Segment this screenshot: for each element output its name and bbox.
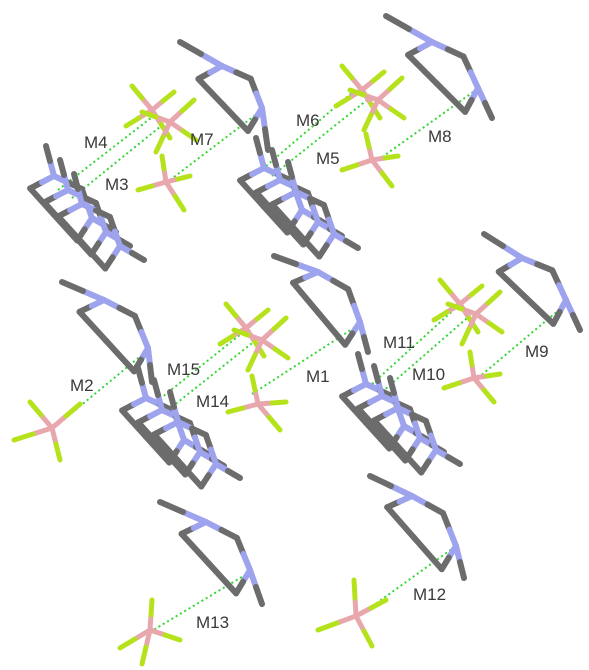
label-m5: M5 [316,149,340,168]
label-m10: M10 [412,365,446,384]
anion-top-right-2 [347,75,407,133]
cation-mid-right [481,231,583,333]
anion-bottom-right [315,577,389,649]
contact-m10 [381,311,475,393]
contact-m1 [251,323,361,395]
contact-m8 [377,89,477,161]
molecules [11,13,583,667]
contact-m14 [167,339,257,411]
label-m2: M2 [70,376,94,395]
anion-mid-right-2 [445,289,505,347]
stack-mid-right-2 [371,375,463,476]
anion-top-left-2 [139,97,199,155]
contact-lines [55,85,567,633]
contact-m3 [71,121,167,199]
contact-m9 [477,303,567,379]
label-m3: M3 [105,175,129,194]
contact-m6 [265,85,361,167]
anion-top-left-1 [123,83,177,141]
contact-m11 [371,305,459,385]
anion-top-left-3 [135,153,193,213]
label-m14: M14 [196,392,230,411]
label-m7: M7 [190,130,214,149]
anion-mid-center-2 [231,315,291,373]
label-m8: M8 [428,127,452,146]
label-m12: M12 [413,585,447,604]
cation-bottom-right [367,473,467,581]
label-m4: M4 [84,133,108,152]
anion-mid-right-3 [441,349,503,405]
label-m11: M11 [383,333,415,352]
cation-mid-left [59,279,155,385]
stack-mid-left-2 [151,389,243,490]
label-m1: M1 [306,367,330,386]
cation-top-right [383,13,495,121]
anion-left [11,399,83,463]
anion-mid-center-3 [225,373,289,433]
stack-top-left-2 [55,171,147,272]
cation-top-center [177,39,271,153]
contact-m7 [169,109,263,181]
stack-top-center-2 [269,159,361,260]
contact-m15 [155,329,247,403]
label-m9: M9 [525,342,549,361]
label-m6: M6 [296,111,320,130]
anion-bottom-center [117,597,183,667]
cation-mid-center [271,253,371,355]
label-m13: M13 [196,613,230,632]
cation-bottom-left [157,499,265,607]
anion-top-right-3 [339,131,401,189]
label-m15: M15 [167,360,201,379]
